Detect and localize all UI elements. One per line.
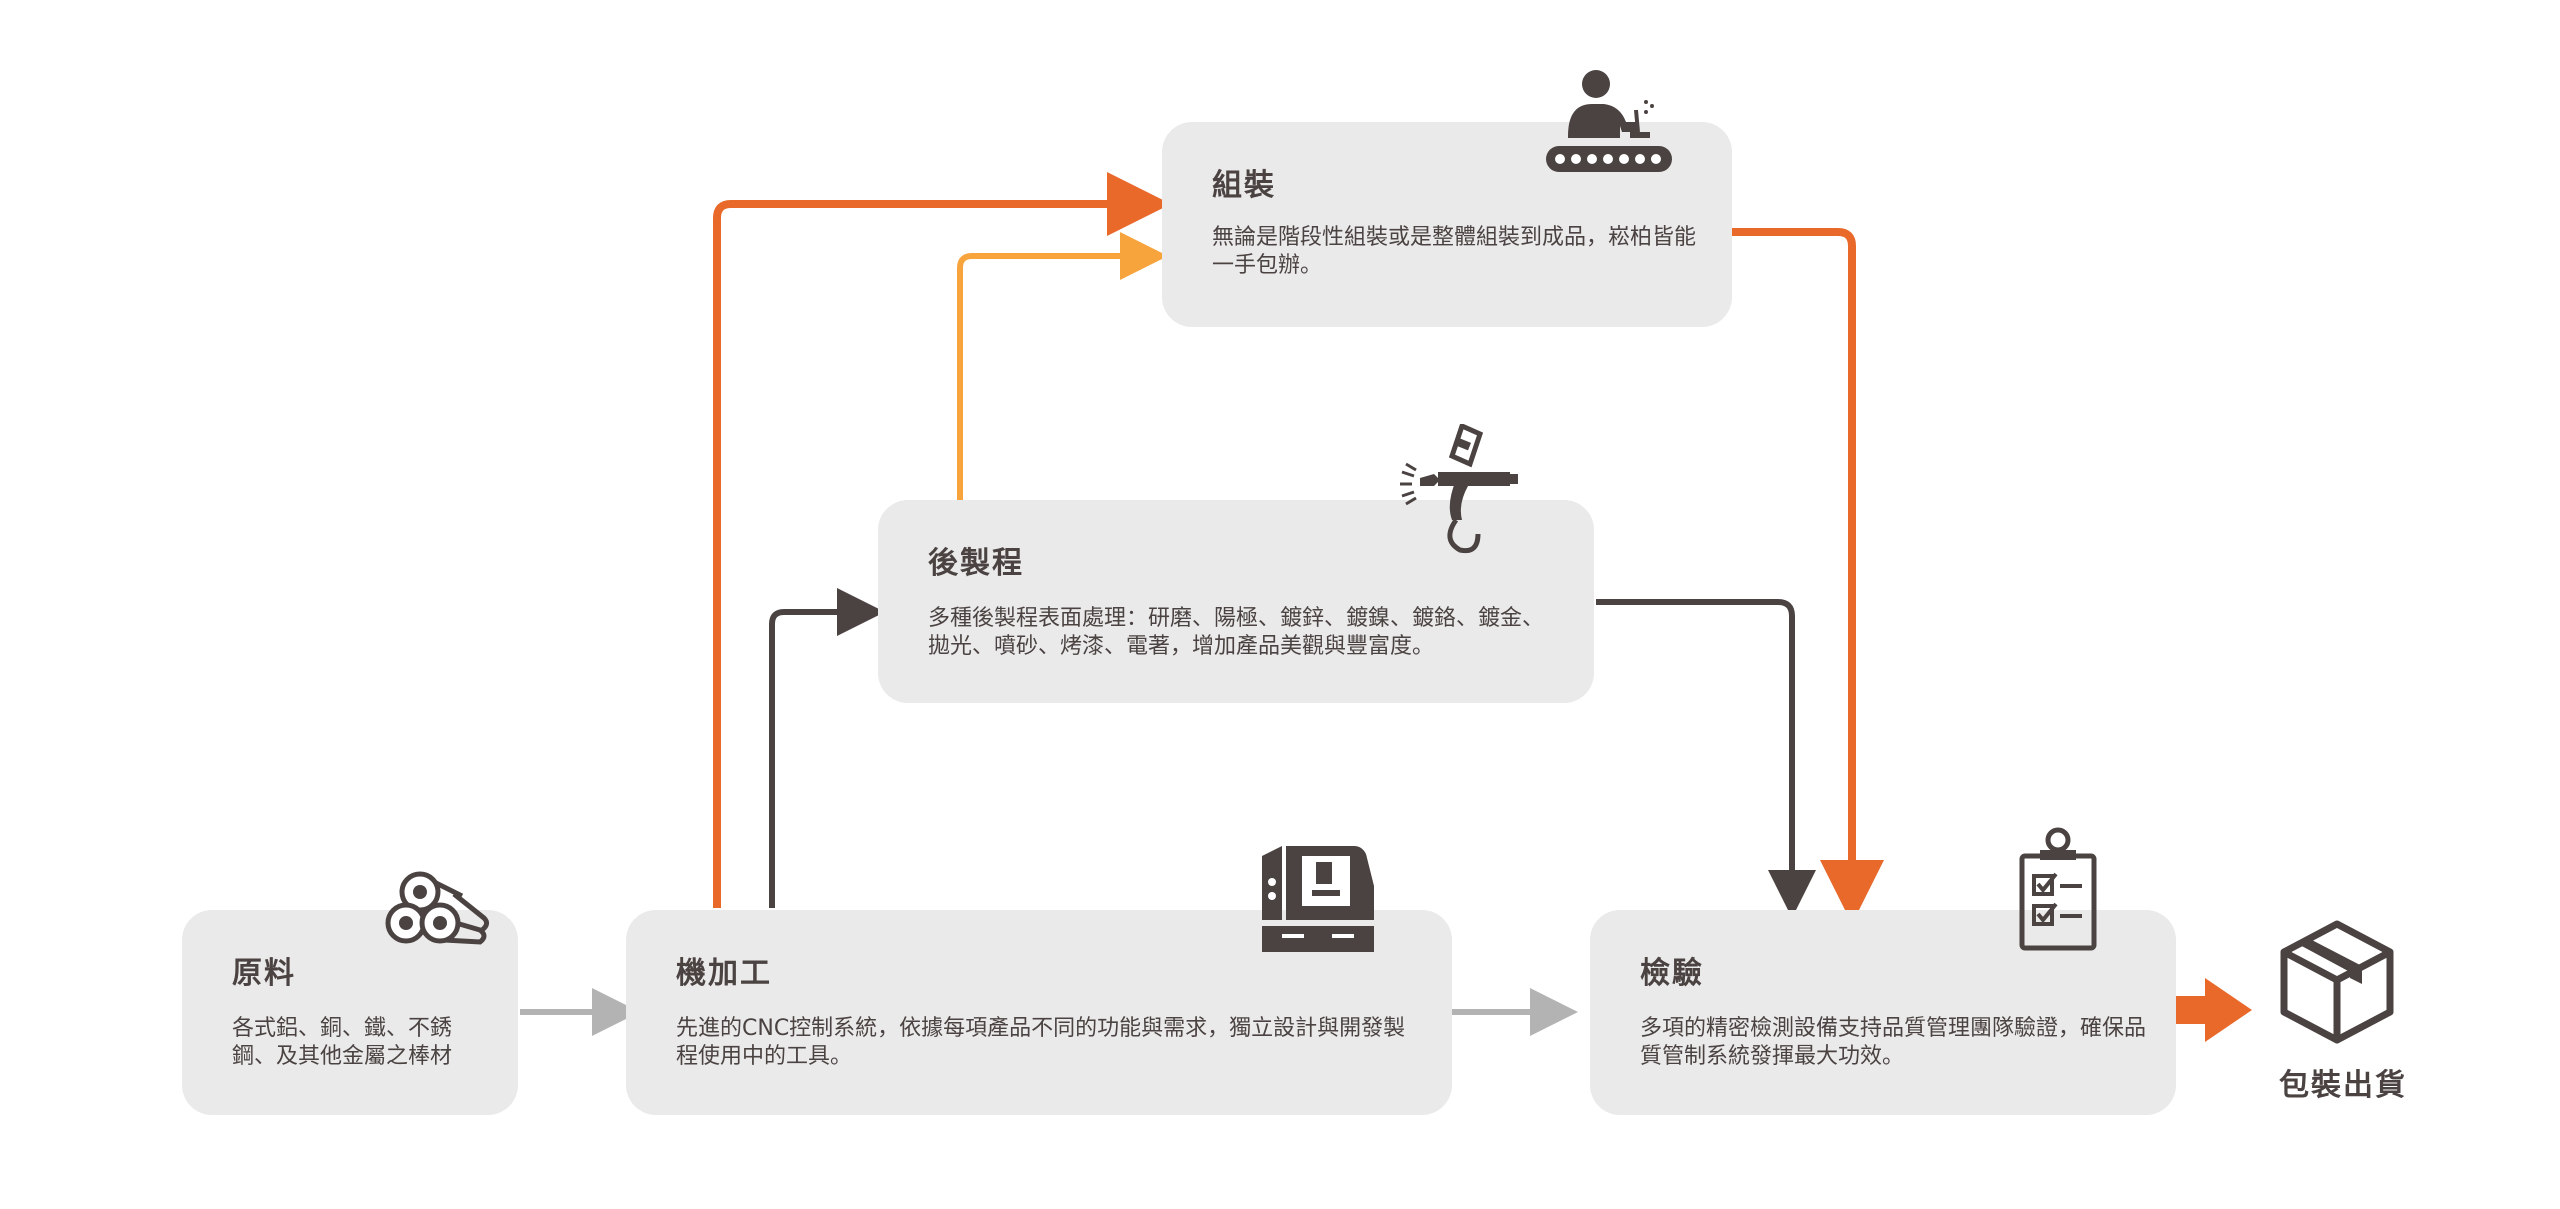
shipping-label: 包裝出貨 xyxy=(2279,1068,2407,1103)
step-machining-title: 機加工 xyxy=(676,956,772,991)
arrow-post-to-assembly xyxy=(957,232,1168,500)
step-assembly-title: 組裝 xyxy=(1212,168,1276,203)
step-post-process-desc: 多種後製程表面處理：研磨、陽極、鍍鋅、鍍鎳、鍍鉻、鍍金、拋光、噴砂、烤漆、電著，… xyxy=(928,606,1545,659)
pipe-rods-icon xyxy=(385,871,490,945)
package-box-icon xyxy=(2280,920,2394,1044)
arrow-inspection-to-shipping xyxy=(2160,978,2252,1042)
step-raw-material: 原料 各式鋁、銅、鐵、不銹鋼、及其他金屬之棒材 xyxy=(182,910,518,1115)
step-raw-material-title: 原料 xyxy=(232,956,296,991)
step-post-process: 後製程 多種後製程表面處理：研磨、陽極、鍍鋅、鍍鎳、鍍鉻、鍍金、拋光、噴砂、烤漆… xyxy=(878,500,1594,703)
arrow-post-to-inspection xyxy=(1596,599,1816,918)
step-assembly-desc: 無論是階段性組裝或是整體組裝到成品，崧柏皆能一手包辦。 xyxy=(1212,225,1697,278)
spray-gun-icon xyxy=(1400,424,1518,554)
step-machining-desc: 先進的CNC控制系統，依據每項產品不同的功能與需求，獨立設計與開發製程使用中的工… xyxy=(676,1016,1406,1069)
arrow-machining-to-post xyxy=(769,588,885,908)
step-inspection: 檢驗 多項的精密檢測設備支持品質管理團隊驗證，確保品質管制系統發揮最大功效。 xyxy=(1590,910,2176,1115)
step-inspection-title: 檢驗 xyxy=(1640,956,1704,991)
step-post-process-title: 後製程 xyxy=(928,546,1024,581)
arrow-machining-to-assembly xyxy=(713,172,1171,908)
step-raw-material-desc: 各式鋁、銅、鐵、不銹鋼、及其他金屬之棒材 xyxy=(232,1016,453,1069)
clipboard-checklist-icon xyxy=(2019,827,2097,951)
arrow-assembly-to-inspection xyxy=(1732,228,1884,924)
assembly-worker-icon xyxy=(1546,70,1672,172)
cnc-machine-icon xyxy=(1262,846,1374,952)
step-inspection-desc: 多項的精密檢測設備支持品質管理團隊驗證，確保品質管制系統發揮最大功效。 xyxy=(1640,1016,2147,1069)
